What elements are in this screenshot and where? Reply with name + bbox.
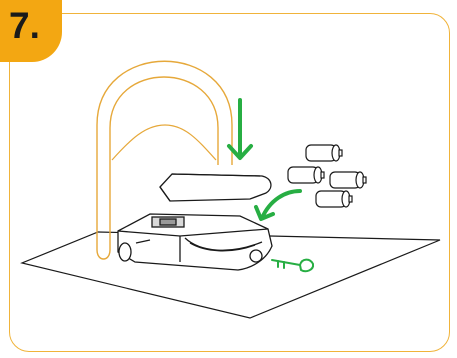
step-number: 7. bbox=[9, 5, 40, 46]
down-arrow-icon bbox=[227, 98, 253, 160]
key-icon bbox=[271, 258, 315, 273]
arch-guide bbox=[96, 60, 233, 260]
step-badge bbox=[0, 0, 62, 62]
battery-icon bbox=[315, 190, 353, 208]
battery-icon bbox=[329, 171, 367, 189]
device-lid bbox=[159, 173, 272, 202]
device-base bbox=[117, 213, 273, 271]
battery-group bbox=[287, 144, 367, 208]
battery-icon bbox=[287, 166, 325, 184]
curved-arrow-icon bbox=[254, 189, 302, 221]
battery-icon bbox=[305, 144, 343, 162]
